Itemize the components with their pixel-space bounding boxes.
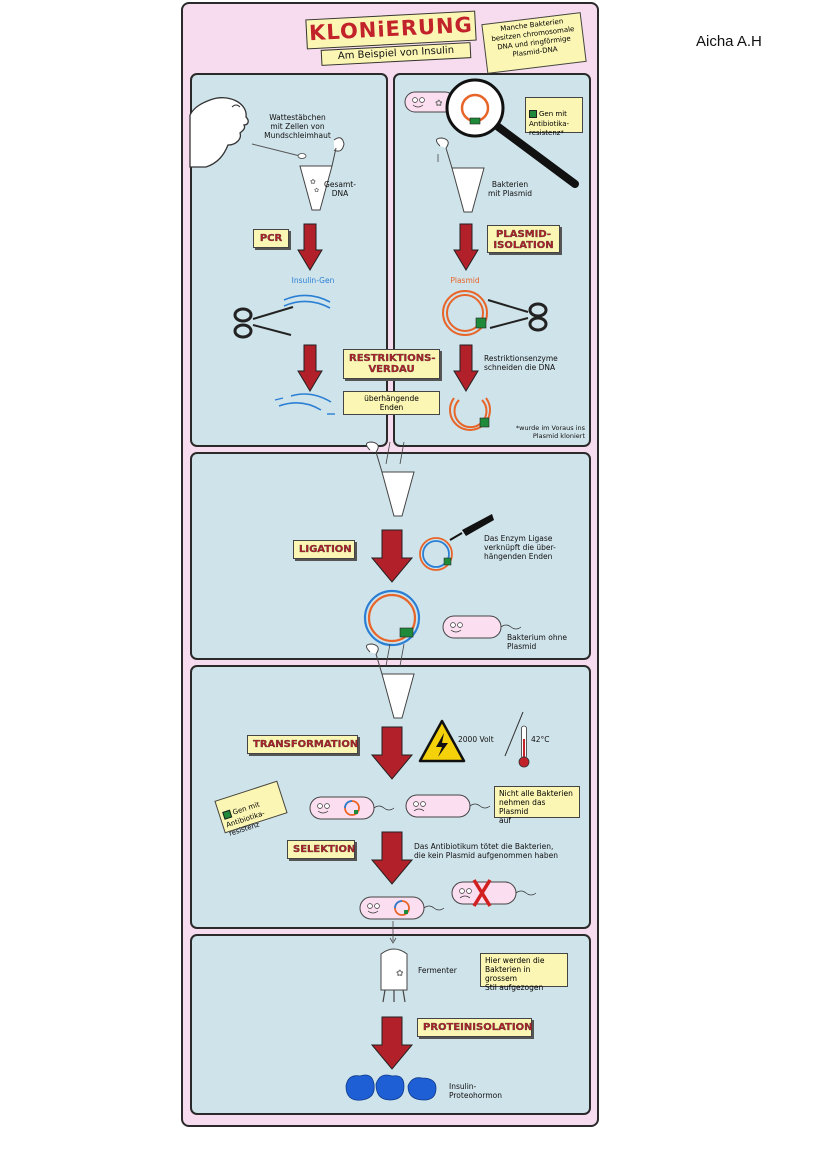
dead-bacterium-icon — [451, 879, 537, 907]
scissors-icon — [233, 306, 294, 339]
connector-arrow — [389, 921, 397, 944]
arrow-transformation — [370, 726, 414, 780]
svg-text:✿: ✿ — [435, 99, 443, 109]
plasmid-label: Plasmid — [450, 276, 480, 285]
insulin-label: Insulin- Proteohormon — [449, 1082, 502, 1100]
not-all-bacteria-note: Nicht alle Bakterien nehmen das Plasmid … — [494, 786, 580, 825]
divider-slash — [504, 711, 524, 757]
gene-legend-right: Gen mit Antibiotika- resistenz* — [525, 97, 583, 137]
cut-plasmid — [449, 397, 491, 431]
cotton-swab-icon — [251, 143, 307, 159]
step-transformation: TRANSFORMATION — [247, 735, 358, 754]
fermenter-icon: ✿ — [380, 948, 408, 1003]
total-dna-label: Gesamt- DNA — [324, 180, 356, 198]
voltage-label: 2000 Volt — [458, 735, 494, 744]
thermometer-icon — [518, 725, 530, 768]
title-banner: KLONiERUNG Am Beispiel von Insulin — [305, 10, 477, 66]
svg-text:✿: ✿ — [310, 178, 316, 186]
footnote-label: *wurde im Voraus ins Plasmid kloniert — [515, 424, 585, 440]
step-pcr: PCR — [253, 229, 289, 248]
restriction-enzymes-label: Restriktionsenzyme schneiden die DNA — [484, 354, 558, 372]
arrow-pcr — [297, 223, 323, 271]
magnifying-glass-icon — [445, 78, 579, 188]
arrow-plasmid-isolation — [453, 223, 479, 271]
mouth-profile-icon — [189, 97, 249, 168]
tube-transformation-icon — [366, 643, 415, 719]
bacteria-with-plasmid-label: Bakterien mit Plasmid — [488, 180, 532, 198]
gene-legend-right-text: Gen mit Antibiotika- resistenz* — [529, 110, 570, 137]
arrow-restriction-right — [453, 344, 479, 392]
bacterium-with-plasmid-icon: ✿ — [404, 91, 456, 113]
plasmid-ring — [442, 290, 488, 336]
panel-plasmid-isolation — [393, 73, 591, 447]
tube-gesamt-dna-icon: ✿ ✿ — [299, 137, 345, 211]
svg-text:✿: ✿ — [314, 187, 319, 194]
insulin-gene-label: Insulin-Gen — [291, 276, 335, 285]
cut-insulin-gene — [274, 393, 335, 415]
transformed-bacterium-icon — [309, 796, 395, 820]
cotton-swab-label: Wattestäbchen mit Zellen von Mundschleim… — [264, 113, 331, 140]
high-voltage-icon — [418, 719, 466, 763]
tube-bacteria-plasmid-icon — [436, 137, 485, 213]
step-restriction-digest: RESTRIKTIONS- VERDAU — [343, 349, 440, 379]
arrow-selection — [370, 831, 414, 885]
step-selection: SELEKTION — [287, 840, 356, 859]
temperature-label: 42°C — [531, 735, 550, 744]
bacterium-without-plasmid-icon — [442, 615, 522, 639]
antibiotic-note: Das Antibiotikum tötet die Bakterien, di… — [414, 842, 558, 860]
selected-bacterium-icon — [359, 896, 445, 920]
scissors-right-icon — [487, 299, 548, 332]
svg-text:✿: ✿ — [396, 969, 404, 979]
overhang-label: überhängende Enden — [343, 391, 440, 415]
step-ligation: LIGATION — [293, 540, 355, 559]
ligated-plasmid-small — [419, 537, 453, 571]
green-square-icon — [529, 110, 537, 118]
tube-ligation-icon — [366, 441, 415, 517]
ligase-note: Das Enzym Ligase verknüpft die über- hän… — [484, 534, 556, 561]
arrow-protein-isolation — [370, 1016, 414, 1070]
arrow-restriction-left — [297, 344, 323, 392]
step-protein-isolation: PROTEINISOLATION — [417, 1018, 533, 1037]
fermenter-note: Hier werden die Bakterien in grossem Sti… — [480, 953, 568, 992]
author-name: Aicha A.H — [696, 33, 762, 50]
untransformed-bacterium-icon — [405, 794, 491, 818]
insulin-gene-dna — [283, 294, 331, 309]
insulin-protein-icon — [345, 1074, 437, 1101]
arrow-ligation — [370, 529, 414, 583]
ligated-plasmid-large — [363, 589, 421, 647]
step-plasmid-isolation: PLASMID- ISOLATION — [487, 225, 560, 253]
fermenter-label: Fermenter — [418, 966, 457, 975]
ligase-pipette-icon — [449, 514, 494, 541]
bacterium-without-plasmid-label: Bakterium ohne Plasmid — [507, 633, 567, 651]
